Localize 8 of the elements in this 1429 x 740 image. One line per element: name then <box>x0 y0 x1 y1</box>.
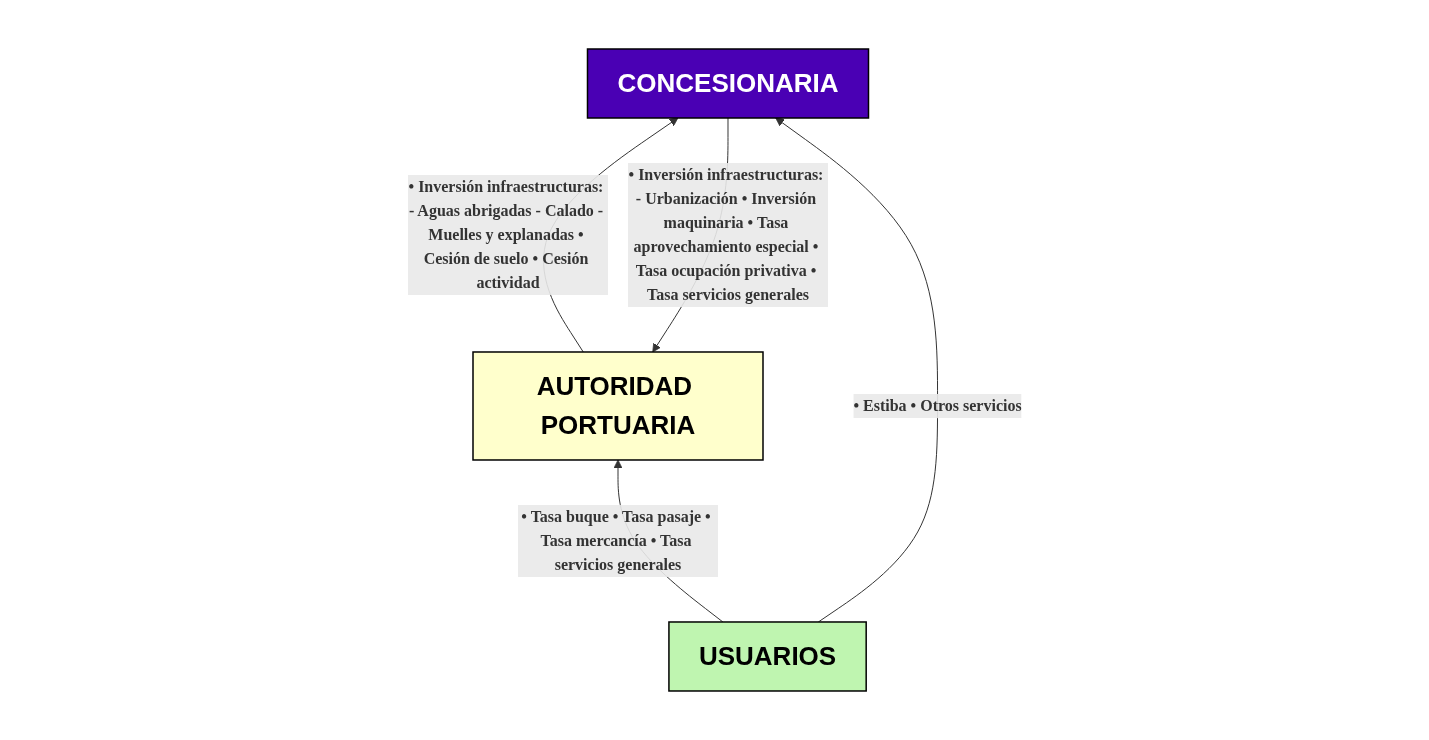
node-box: USUARIOS <box>667 621 867 692</box>
edge-label: • Inversión infraestructuras: - Urbanización • Inversión maquinaria • Tasa aprovechamiento especial • Tasa ocupación privativa • Tasa servicios generales <box>628 166 824 303</box>
node-box: AUTORIDAD PORTUARIA <box>471 351 764 461</box>
edge-label: • Inversión infraestructuras: - Aguas abrigadas - Calado - Muelles y explanadas • Cesión de suelo • Cesión actividad <box>408 178 604 291</box>
edge-label: • Tasa buque • Tasa pasaje • Tasa mercancía • Tasa servicios generales <box>520 507 711 573</box>
node-box: CONCESIONARIA <box>586 48 869 119</box>
edge-label: • Estiba • Otros servicios <box>853 396 1022 414</box>
arrow <box>774 117 938 623</box>
